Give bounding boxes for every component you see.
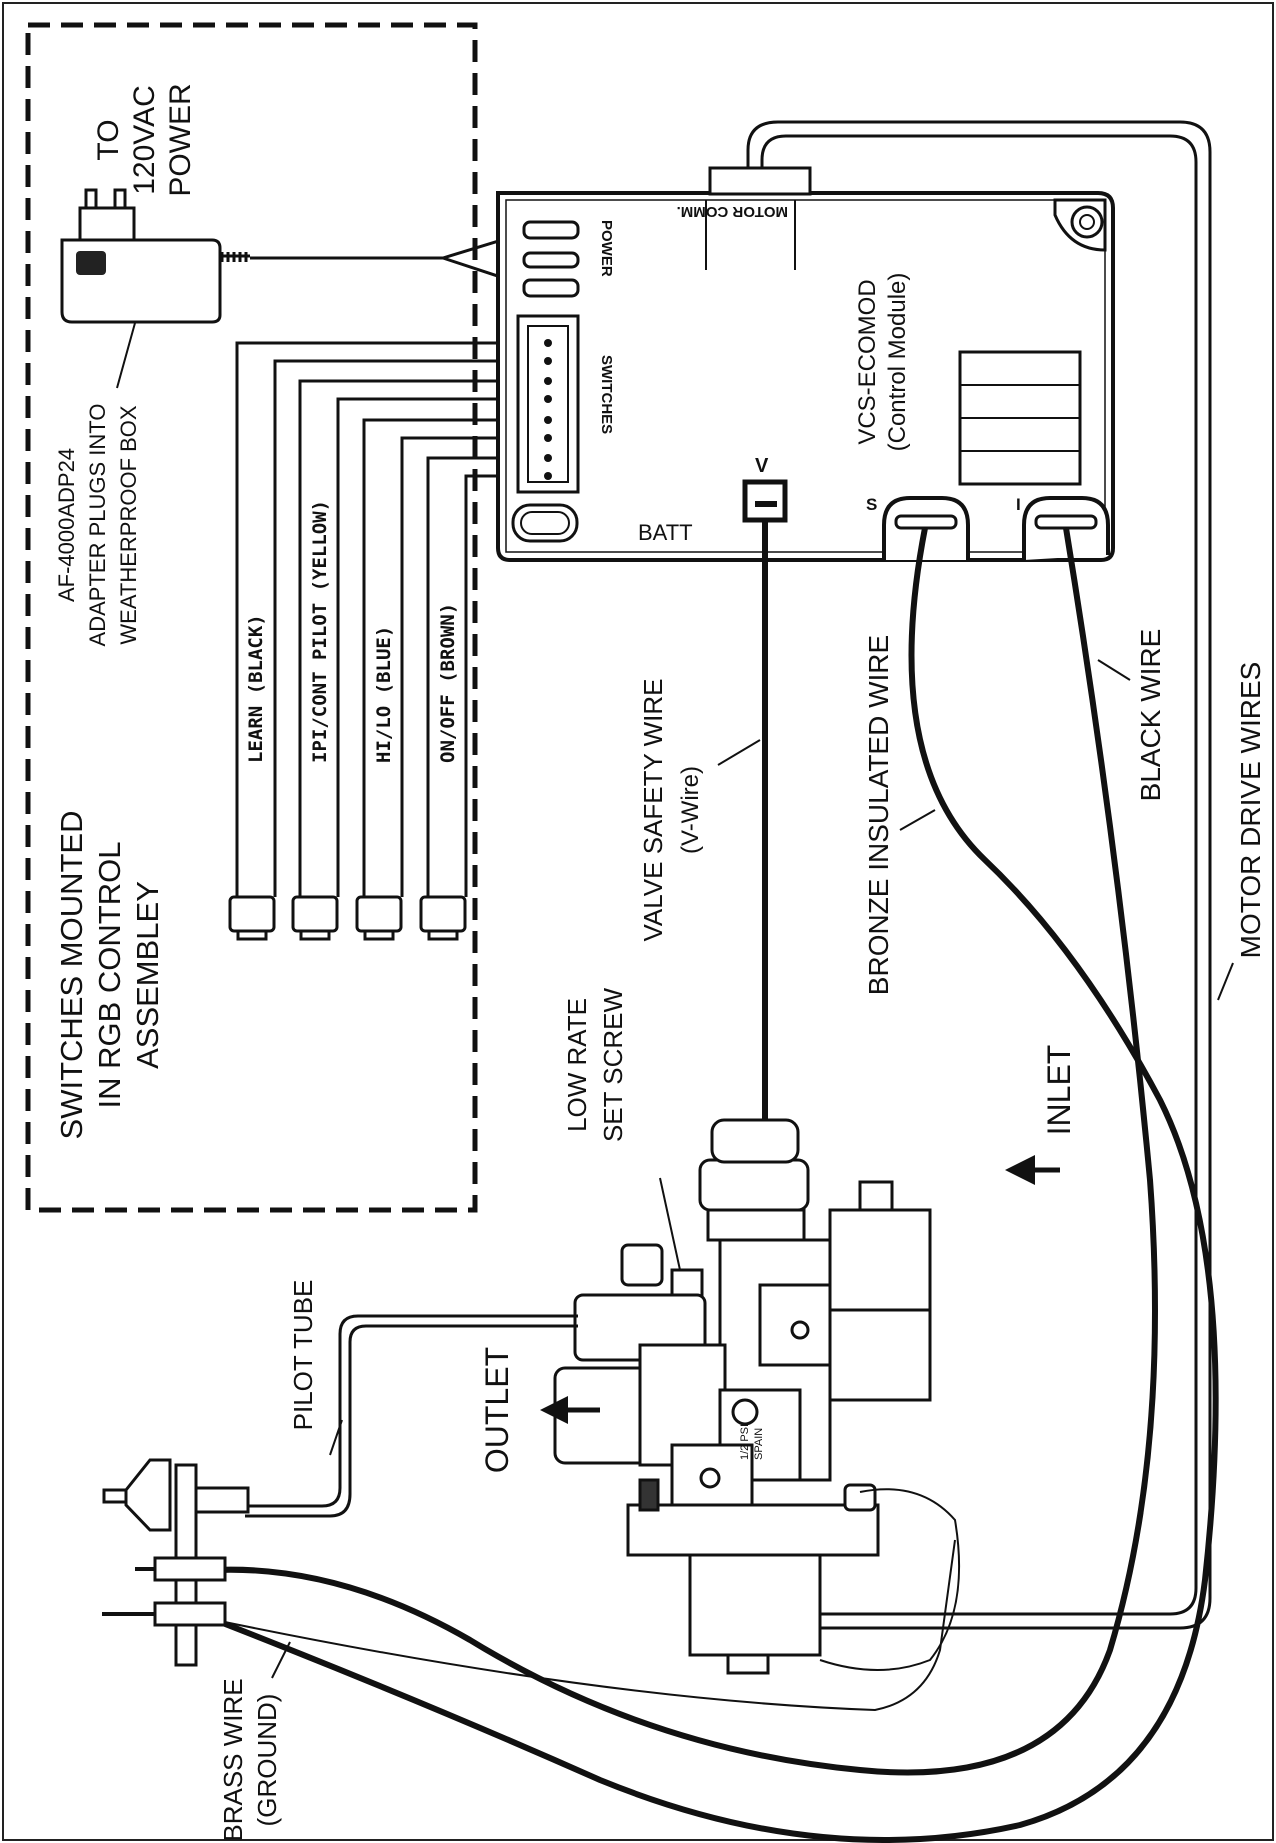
module-port-power-label: POWER [598, 220, 615, 277]
module-port-i-label: I [1016, 495, 1021, 514]
control-module [496, 166, 1115, 562]
valve-psi-line1: 1/2 PSI [739, 1424, 751, 1460]
motor-drive-wires-label: MOTOR DRIVE WIRES [1235, 662, 1266, 959]
adapter-cord [250, 230, 529, 288]
adapter-label-line2: ADAPTER PLUGS INTO [85, 404, 110, 647]
switches-label-line3: ASSEMBLEY [130, 881, 165, 1069]
power-label-line2: 120VAC [128, 85, 161, 195]
switches-label-line1: SWITCHES MOUNTED [54, 811, 89, 1140]
switch-label-hilo: HI/LO (BLUE) [373, 626, 395, 763]
switch-wires [235, 341, 528, 897]
low-rate-label-line2: SET SCREW [598, 987, 628, 1142]
power-adapter [60, 188, 250, 389]
ground-wire [214, 1539, 956, 1712]
switch-label-learn: LEARN (BLACK) [245, 614, 267, 763]
low-rate-label-line1: LOW RATE [562, 998, 592, 1132]
brass-wire-label-line1: BRASS WIRE [218, 1678, 248, 1841]
pilot-assembly [102, 1458, 250, 1667]
motor-drive-wires [746, 120, 1212, 1630]
power-label-line1: TO [92, 119, 125, 160]
switch-plugs [228, 895, 467, 941]
bronze-wire [213, 527, 1219, 1843]
adapter-label-line1: AF-4000ADP24 [54, 448, 79, 602]
brass-wire-label-line2: (GROUND) [252, 1694, 282, 1827]
module-port-v-label: V [755, 455, 769, 477]
power-label-line3: POWER [164, 83, 197, 196]
module-port-switches-label: SWITCHES [598, 355, 615, 434]
switch-assembly-enclosure [25, 22, 478, 1213]
v-wire-label-line2: (V-Wire) [677, 766, 704, 854]
black-wire-label: BLACK WIRE [1135, 629, 1166, 802]
valve-psi-line2: SPAIN [753, 1428, 765, 1460]
module-port-s-label: S [866, 495, 877, 514]
module-subtitle: (Control Module) [884, 273, 911, 452]
pilot-tube [245, 1314, 578, 1518]
pilot-tube-label: PILOT TUBE [288, 1280, 318, 1431]
gas-valve [553, 1118, 932, 1675]
module-port-motor-label: MOTOR COMM. [677, 203, 788, 220]
v-wire-label-line1: VALVE SAFETY WIRE [638, 679, 668, 942]
module-port-batt-label: BATT [638, 520, 693, 545]
bronze-wire-label: BRONZE INSULATED WIRE [863, 635, 894, 995]
switch-label-onoff: ON/OFF (BROWN) [437, 603, 459, 763]
module-name: VCS-ECOMOD [854, 279, 881, 444]
switch-label-ipi: IPI/CONT PILOT (YELLOW) [309, 500, 331, 763]
adapter-label-line3: WEATHERPROOF BOX [116, 405, 141, 644]
inlet-label: INLET [1041, 1045, 1077, 1136]
switches-label-line2: IN RGB CONTROL [92, 842, 127, 1109]
black-wire [214, 527, 1158, 1776]
outlet-label: OUTLET [479, 1347, 515, 1473]
